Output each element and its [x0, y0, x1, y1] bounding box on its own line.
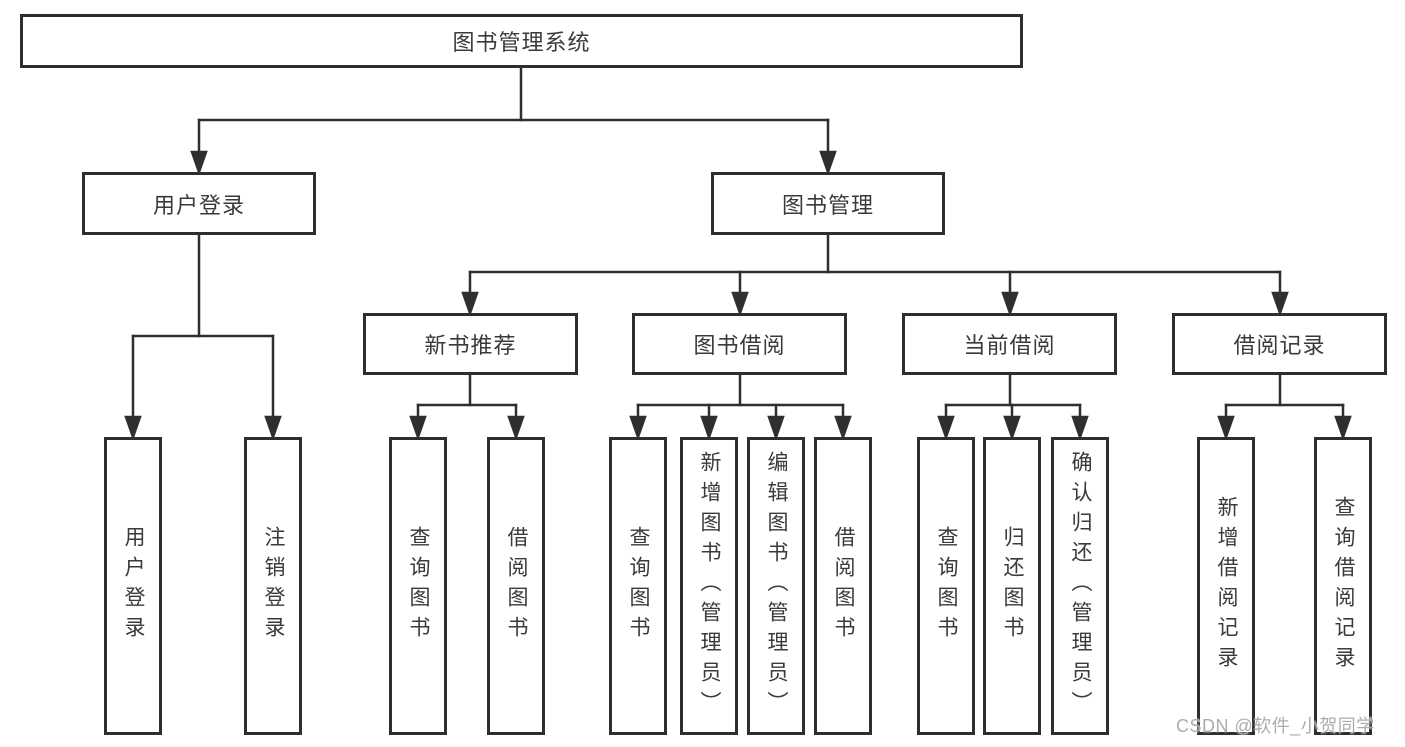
leaf-edit-book-admin-label: 编辑图书（管理员） — [765, 451, 788, 721]
node-library-management-system: 图书管理系统 — [20, 14, 1023, 68]
leaf-add-borrow-record-label: 新增借阅记录 — [1215, 496, 1238, 676]
watermark-csdn: CSDN @软件_小贺同学 — [1176, 716, 1375, 736]
leaf-add-book-admin-label: 新增图书（管理员） — [698, 451, 721, 721]
leaf-add-book-admin: 新增图书（管理员） — [680, 437, 738, 735]
leaf-query-books-current-label: 查询图书 — [935, 526, 958, 646]
leaf-query-books-current: 查询图书 — [917, 437, 975, 735]
leaf-query-books-borrow: 查询图书 — [609, 437, 667, 735]
node-book-borrow: 图书借阅 — [632, 313, 847, 375]
leaf-borrow-books-recommend-label: 借阅图书 — [505, 526, 528, 646]
leaf-query-books-recommend: 查询图书 — [389, 437, 447, 735]
leaf-return-books-label: 归还图书 — [1001, 526, 1024, 646]
leaf-user-login: 用户登录 — [104, 437, 162, 735]
leaf-borrow-books-recommend: 借阅图书 — [487, 437, 545, 735]
node-new-book-recommend: 新书推荐 — [363, 313, 578, 375]
leaf-query-books-recommend-label: 查询图书 — [407, 526, 430, 646]
leaf-user-login-label: 用户登录 — [122, 526, 145, 646]
node-book-management: 图书管理 — [711, 172, 945, 235]
leaf-logout-label: 注销登录 — [262, 526, 285, 646]
leaf-query-books-borrow-label: 查询图书 — [627, 526, 650, 646]
node-borrow-records: 借阅记录 — [1172, 313, 1387, 375]
leaf-confirm-return-admin-label: 确认归还（管理员） — [1069, 451, 1092, 721]
leaf-logout: 注销登录 — [244, 437, 302, 735]
leaf-edit-book-admin: 编辑图书（管理员） — [747, 437, 805, 735]
leaf-return-books: 归还图书 — [983, 437, 1041, 735]
leaf-query-borrow-record-label: 查询借阅记录 — [1332, 496, 1355, 676]
node-current-borrow: 当前借阅 — [902, 313, 1117, 375]
leaf-query-borrow-record: 查询借阅记录 — [1314, 437, 1372, 735]
leaf-borrow-books: 借阅图书 — [814, 437, 872, 735]
leaf-confirm-return-admin: 确认归还（管理员） — [1051, 437, 1109, 735]
leaf-borrow-books-label: 借阅图书 — [832, 526, 855, 646]
leaf-add-borrow-record: 新增借阅记录 — [1197, 437, 1255, 735]
node-user-login: 用户登录 — [82, 172, 316, 235]
